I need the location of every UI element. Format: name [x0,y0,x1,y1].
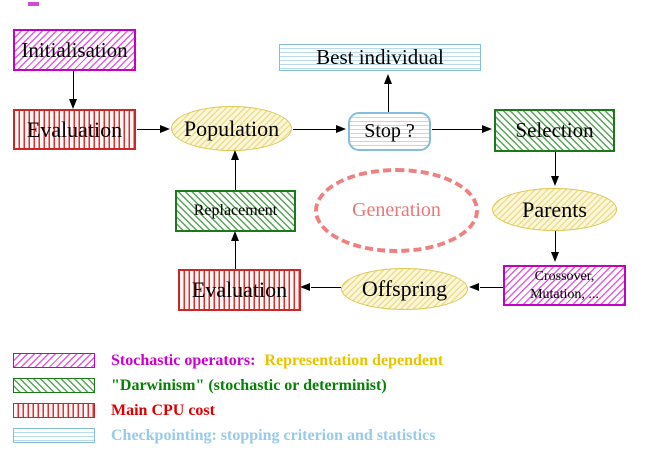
node-parents: Parents [492,188,617,231]
node-selection: Selection [494,109,615,152]
legend-text-stochastic-operators: Stochastic operators: Representation depe… [111,352,443,370]
generation-loop-ellipse: Generation [314,168,479,253]
legend-text-cpu-cost: Main CPU cost [111,402,215,419]
crossover-line2: Mutation, ... [530,286,599,302]
node-replacement-label: Replacement [193,202,278,219]
node-evaluation-bottom: Evaluation [178,269,301,311]
node-parents-label: Parents [522,196,587,222]
node-evaluation-bottom-label: Evaluation [191,277,288,302]
node-selection-label: Selection [515,118,594,142]
node-replacement: Replacement [175,190,296,232]
node-initialisation-label: Initialisation [21,37,128,62]
node-best-individual: Best individual [279,44,481,71]
node-evaluation-top-label: Evaluation [26,116,123,142]
node-best-individual-label: Best individual [316,45,444,69]
node-crossover-mutation-label: Crossover, Mutation, ... [530,268,599,303]
node-stop: Stop ? [348,112,431,151]
legend-swatch-cpu-cost [13,403,95,418]
node-population-label: Population [183,115,280,141]
node-evaluation-top: Evaluation [13,109,136,150]
node-offspring: Offspring [341,268,468,310]
legend-swatch-checkpointing [13,428,95,443]
legend-text-checkpointing: Checkpointing: stopping criterion and st… [111,427,436,444]
node-crossover-mutation: Crossover, Mutation, ... [503,265,626,306]
legend-label-stochastic: Stochastic operators: [111,352,256,369]
legend-text-darwinism: "Darwinism" (stochastic or determinist) [111,377,387,394]
legend-label-representation: Representation dependent [264,352,444,369]
generation-label: Generation [352,199,441,221]
stray-magenta-mark [28,2,39,6]
node-stop-label: Stop ? [364,120,415,142]
legend-swatch-stochastic-operators [13,353,95,368]
node-offspring-label: Offspring [361,276,448,301]
crossover-line1: Crossover, [534,269,595,284]
legend-swatch-darwinism [13,378,95,393]
node-initialisation: Initialisation [13,29,136,71]
node-population: Population [171,106,292,151]
